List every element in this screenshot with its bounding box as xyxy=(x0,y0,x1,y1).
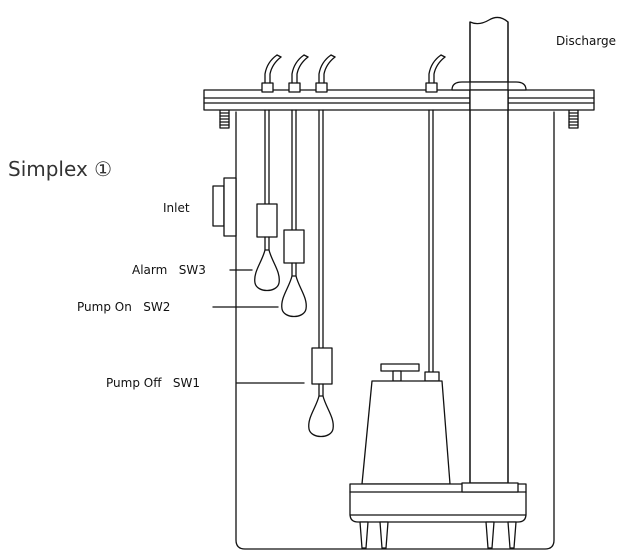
pipe-through-cover xyxy=(469,89,509,111)
pump-on-float-rod xyxy=(288,54,309,231)
pump-power-cord xyxy=(425,54,446,373)
pump-off-float-rod xyxy=(315,54,336,349)
alarm-float-rod xyxy=(261,54,282,205)
pump-on-sw2-label: Pump On SW2 xyxy=(77,300,170,314)
inlet-fitting xyxy=(212,177,237,237)
alarm-sw3-label: Alarm SW3 xyxy=(132,263,206,277)
submersible-pump xyxy=(349,363,527,549)
pump-on-float-switch xyxy=(281,229,307,318)
basin-outline xyxy=(235,111,555,550)
cover-bolt-right xyxy=(568,109,579,129)
diagram-title: Simplex ① xyxy=(8,157,112,181)
pump-off-sw1-label: Pump Off SW1 xyxy=(106,376,200,390)
pipe-collar xyxy=(451,81,527,91)
inlet-label: Inlet xyxy=(163,201,190,215)
alarm-float-switch xyxy=(254,203,280,292)
basin-cover xyxy=(203,89,595,111)
pump-off-float-switch xyxy=(308,347,334,438)
cover-bolt-left xyxy=(219,109,230,129)
discharge-label: Discharge xyxy=(556,34,616,48)
